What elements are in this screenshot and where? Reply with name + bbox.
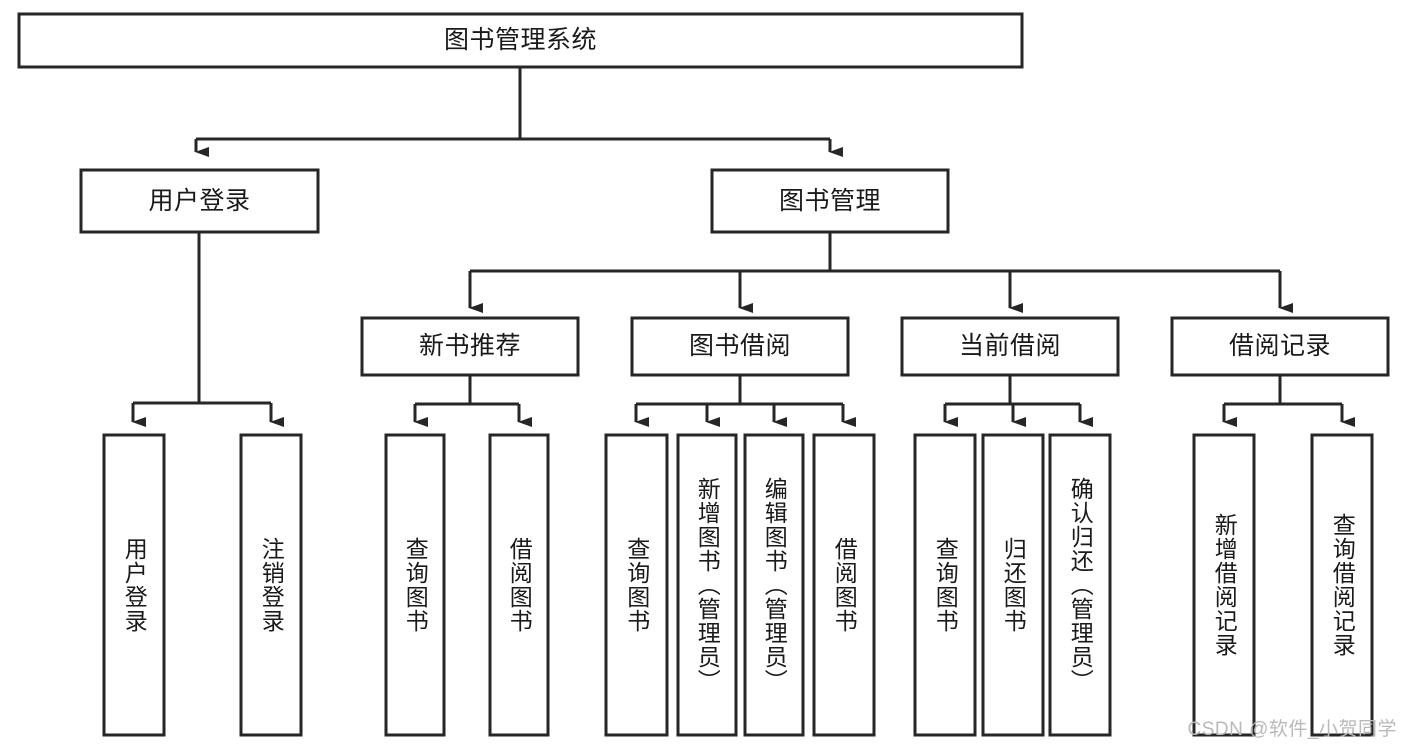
- connector-user-login-bus: [133, 232, 271, 405]
- node-box-new-book-recommend[interactable]: [360, 316, 580, 377]
- connector-root-bus: [196, 67, 830, 141]
- label-leaf-logout: 注销登录: [258, 537, 285, 633]
- label-leaf-query-record: 查询借阅记录: [1329, 513, 1356, 657]
- label-leaf-query-book-2: 查询图书: [623, 537, 650, 633]
- node-box-leaf-query-book-1[interactable]: [384, 433, 446, 737]
- connector-book-borrow-bus: [636, 375, 843, 406]
- node-box-leaf-query-record[interactable]: [1310, 433, 1374, 737]
- label-leaf-user-login: 用户登录: [121, 537, 148, 633]
- node-box-leaf-add-book-admin[interactable]: [676, 433, 738, 737]
- node-box-leaf-add-record[interactable]: [1192, 433, 1256, 737]
- node-box-leaf-borrow-book-2[interactable]: [812, 433, 876, 737]
- label-root: 图书管理系统: [443, 26, 597, 55]
- label-leaf-return-book: 归还图书: [1000, 537, 1027, 633]
- label-book-manage: 图书管理: [778, 186, 881, 215]
- label-leaf-query-book-3: 查询图书: [932, 537, 959, 633]
- node-box-leaf-borrow-book-1[interactable]: [488, 433, 550, 737]
- label-leaf-borrow-book-1: 借阅图书: [506, 537, 533, 633]
- label-borrow-record: 借阅记录: [1228, 332, 1331, 361]
- node-box-leaf-confirm-return-admin[interactable]: [1048, 433, 1112, 737]
- node-box-current-borrow[interactable]: [900, 316, 1120, 377]
- connector-borrow-record-bus: [1224, 375, 1342, 406]
- label-leaf-edit-book-admin: 编辑图书（管理员）: [761, 477, 788, 693]
- label-leaf-confirm-return-admin: 确认归还（管理员）: [1067, 477, 1094, 693]
- node-box-root[interactable]: [17, 12, 1024, 69]
- connector-book-manage-bus: [470, 232, 1280, 273]
- label-leaf-query-book-1: 查询图书: [402, 537, 429, 633]
- node-box-leaf-logout[interactable]: [239, 433, 303, 737]
- connector-current-borrow-bus: [945, 375, 1080, 406]
- node-box-leaf-user-login[interactable]: [102, 433, 166, 737]
- label-leaf-add-record: 新增借阅记录: [1211, 513, 1238, 657]
- label-book-borrow: 图书借阅: [688, 332, 791, 361]
- label-leaf-add-book-admin: 新增图书（管理员）: [694, 477, 721, 693]
- connector-new-book-bus: [415, 375, 519, 406]
- node-box-book-borrow[interactable]: [630, 316, 850, 377]
- node-box-borrow-record[interactable]: [1170, 316, 1390, 377]
- label-user-login: 用户登录: [148, 186, 251, 215]
- node-box-leaf-return-book[interactable]: [981, 433, 1045, 737]
- node-box-leaf-query-book-3[interactable]: [913, 433, 977, 737]
- node-box-leaf-edit-book-admin[interactable]: [743, 433, 805, 737]
- node-box-leaf-query-book-2[interactable]: [604, 433, 669, 737]
- label-current-borrow: 当前借阅: [958, 332, 1061, 361]
- node-box-book-manage[interactable]: [710, 168, 950, 234]
- label-new-book-recommend: 新书推荐: [418, 332, 521, 361]
- label-leaf-borrow-book-2: 借阅图书: [831, 537, 858, 633]
